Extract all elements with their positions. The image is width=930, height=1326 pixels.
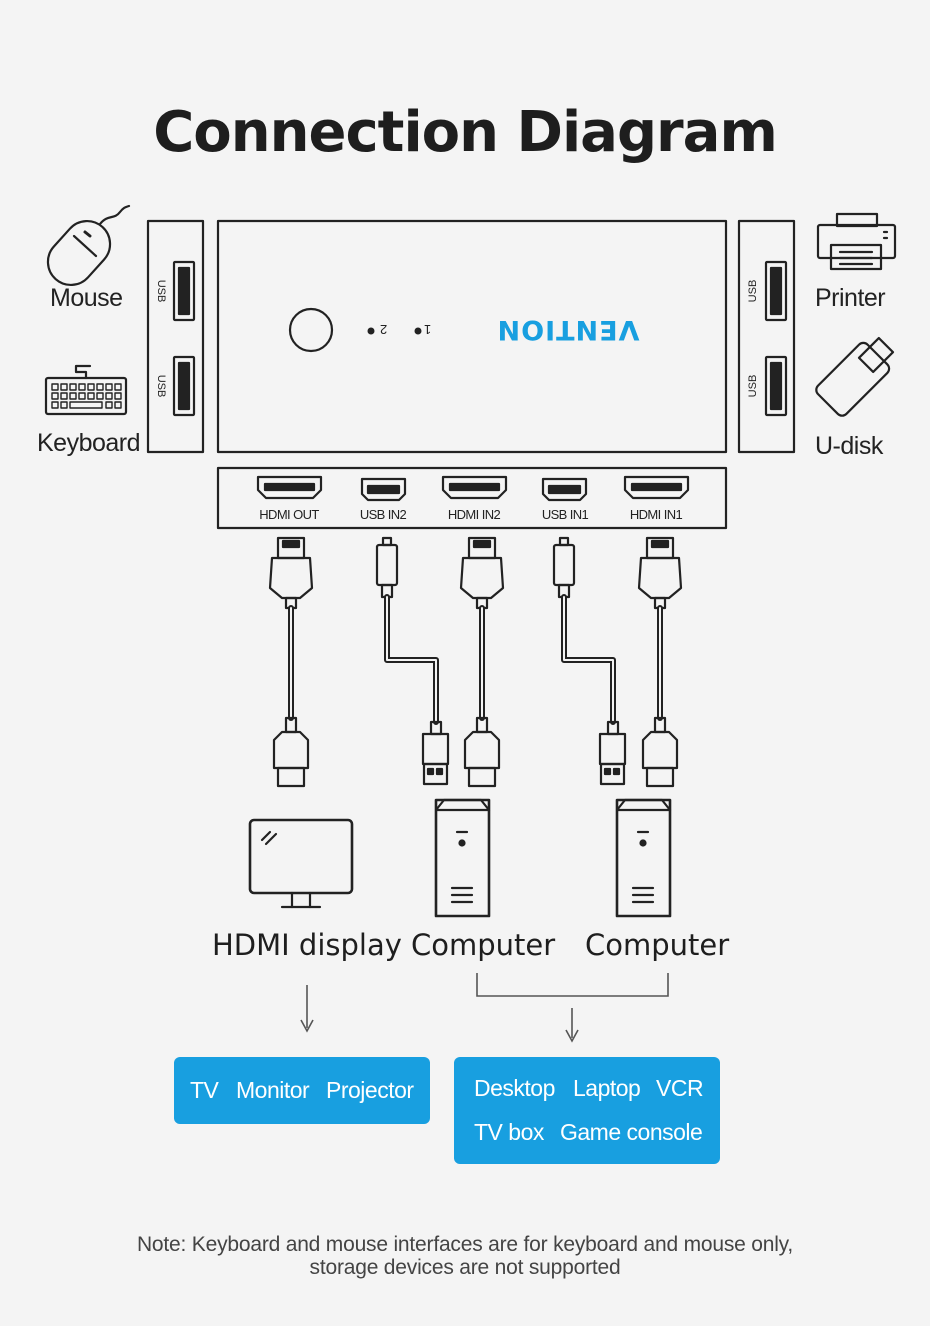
page-title: Connection Diagram: [153, 100, 778, 165]
hdmi-display-label: HDMI display: [212, 928, 402, 962]
computer-label: Computer: [411, 928, 556, 962]
display-type-item: Monitor: [236, 1077, 310, 1103]
usb-stick-icon: [815, 336, 895, 417]
display-type-item: Projector: [326, 1077, 414, 1103]
port-label-hdmi-in2: HDMI IN2: [447, 507, 501, 522]
back-port-panel: [216, 466, 728, 530]
computer-type-item: VCR: [656, 1075, 704, 1101]
port-label-hdmi-in1: HDMI IN1: [629, 507, 683, 522]
display-type-item: TV: [190, 1077, 219, 1103]
footnote: Note: Keyboard and mouse interfaces are …: [0, 1233, 930, 1279]
led-2-label: 2: [380, 322, 388, 337]
computer-tower-icon: [615, 798, 672, 918]
port-label-usb-in2: USB IN2: [359, 507, 407, 522]
computer-label: Computer: [585, 928, 730, 962]
footnote-line: Note: Keyboard and mouse interfaces are …: [136, 1233, 794, 1256]
brand-logo: VENTION: [496, 314, 640, 345]
footnote-line: storage devices are not supported: [309, 1256, 621, 1279]
computer-type-item: TV box: [474, 1119, 544, 1145]
computer-type-item: Desktop: [474, 1075, 555, 1101]
printer-icon: [816, 212, 897, 271]
led-1-label: 1: [424, 322, 432, 337]
hdmi-cable-out: [268, 536, 314, 788]
usb-port-label: USB: [747, 374, 759, 398]
usb-port-label: USB: [155, 374, 167, 398]
computer-types-box: Desktop Laptop VCR TV box Game console: [454, 1057, 720, 1164]
udisk-label: U-disk: [815, 432, 883, 460]
usb-port-label: USB: [155, 279, 167, 303]
mouse-icon: [46, 204, 131, 287]
usb-cable-in1: [552, 536, 627, 786]
usb-port-label: USB: [747, 279, 759, 303]
port-label-usb-in1: USB IN1: [541, 507, 589, 522]
computer-type-item: Game console: [560, 1119, 703, 1145]
right-usb-panel: [737, 219, 796, 454]
left-usb-panel: [146, 219, 205, 454]
computer-type-item: Laptop: [573, 1075, 641, 1101]
hdmi-cable-in1: [637, 536, 683, 788]
display-types-box: TV Monitor Projector: [174, 1057, 430, 1124]
mouse-label: Mouse: [50, 284, 123, 312]
keyboard-icon: [44, 364, 128, 416]
port-label-hdmi-out: HDMI OUT: [259, 507, 319, 522]
keyboard-label: Keyboard: [37, 429, 141, 457]
monitor-icon: [248, 818, 354, 909]
computer-tower-icon: [434, 798, 491, 918]
kvm-switch-body: [216, 219, 728, 454]
hdmi-cable-in2: [459, 536, 505, 788]
printer-label: Printer: [815, 284, 886, 312]
flow-arrows: [300, 973, 669, 1043]
led-indicators: [367, 327, 422, 335]
usb-cable-in2: [375, 536, 450, 786]
